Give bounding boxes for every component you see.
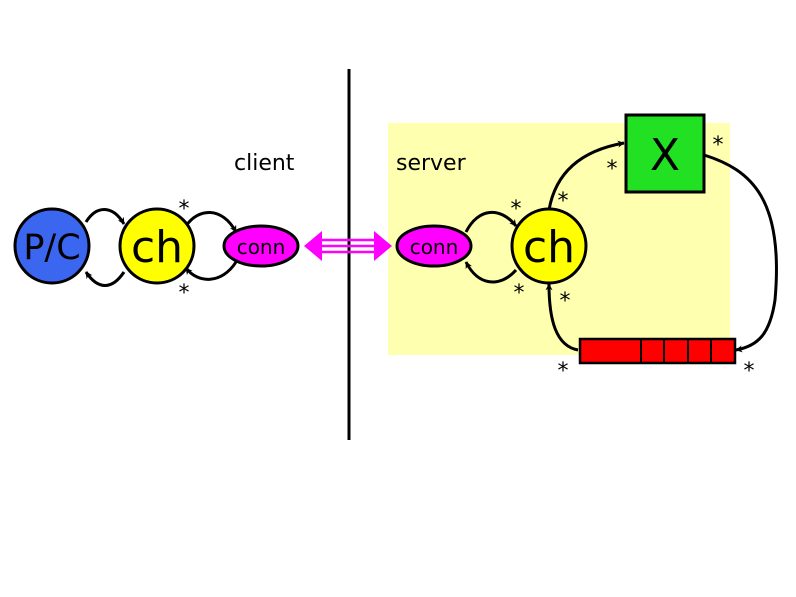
arrow-conn-to-ch <box>184 261 238 281</box>
x-node-label: X <box>650 130 680 181</box>
pc-node: P/C <box>13 207 91 285</box>
queue-right-star: * <box>744 359 755 384</box>
server-ch-right-top-star: * <box>558 189 569 214</box>
server-ch-left-top-star: * <box>511 197 522 222</box>
x-right-star: * <box>713 133 724 158</box>
arrow-queue-to-ch <box>545 283 579 352</box>
arrow-ch-to-pc <box>84 271 126 287</box>
server-conn-label: conn <box>410 235 459 259</box>
arrow-ch-to-x <box>547 140 625 211</box>
pc-node-label: P/C <box>23 228 80 268</box>
client-star-bottom: * <box>179 281 190 306</box>
client-conn-node: conn <box>222 224 300 268</box>
arrow-x-to-queue <box>703 153 778 353</box>
server-conn-node: conn <box>395 224 473 268</box>
arrow-conn-to-server-ch <box>464 210 518 233</box>
server-ch-node: ch <box>510 207 588 285</box>
queue-left-star: * <box>558 359 569 384</box>
network-link-arrow <box>304 231 392 261</box>
server-ch-right-bottom-star: * <box>560 289 571 314</box>
client-ch-label: ch <box>131 222 183 273</box>
x-node: X <box>624 113 706 194</box>
client-ch-node: ch <box>118 207 196 285</box>
x-left-star: * <box>607 157 618 182</box>
client-star-top: * <box>179 197 190 222</box>
client-label: client <box>234 151 295 176</box>
server-ch-left-bottom-star: * <box>514 281 525 306</box>
server-label: server <box>396 151 467 176</box>
arrow-ch-to-conn <box>184 211 238 233</box>
arrow-pc-to-ch <box>84 208 126 225</box>
arrow-server-ch-to-conn <box>464 261 518 284</box>
client-conn-label: conn <box>237 235 286 259</box>
server-ch-label: ch <box>523 222 575 273</box>
queue <box>578 337 737 365</box>
